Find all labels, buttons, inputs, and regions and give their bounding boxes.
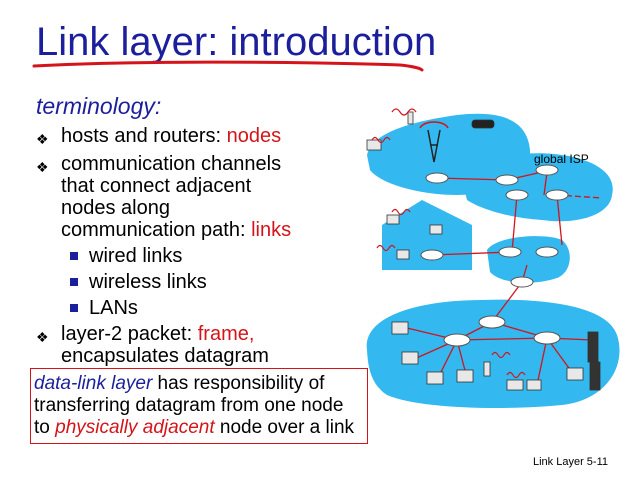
definition-line-1: data-link layer has responsibility of <box>34 373 325 394</box>
square-bullet-icon <box>70 278 78 286</box>
slide-footer: Link Layer 5-11 <box>533 456 609 468</box>
bullet-line: communication path: <box>61 219 252 241</box>
definition-box <box>30 368 368 444</box>
regional-isp-cloud <box>487 236 570 283</box>
router-icon <box>420 164 569 347</box>
diamond-bullet-icon: ❖ <box>36 329 49 345</box>
bullet-line: that connect adjacent <box>61 175 252 197</box>
definition-line-3: to physically adjacent node over a link <box>34 417 355 438</box>
bullet-line: nodes along <box>61 197 170 219</box>
square-bullet-icon <box>70 304 78 312</box>
network-diagram <box>366 108 620 408</box>
terminology-heading: terminology: <box>36 93 162 119</box>
diamond-bullet-icon: ❖ <box>36 131 49 147</box>
slide-title: Link layer: introduction <box>36 20 437 64</box>
global-isp-label: global ISP <box>534 152 589 166</box>
global-isp-cloud <box>462 153 613 222</box>
wireless-signal-icon <box>371 108 526 379</box>
bullet-line: encapsulates datagram <box>61 345 269 367</box>
bullet-text: hosts and routers: <box>61 125 227 147</box>
diamond-bullet-icon: ❖ <box>36 159 49 175</box>
definition-line-2: transferring datagram from one node <box>34 395 344 416</box>
title-underline <box>32 60 424 72</box>
host-icon <box>366 111 601 391</box>
bullet-line: communication channels <box>61 153 282 175</box>
cell-tower-icon <box>419 121 449 163</box>
square-bullet-icon <box>70 252 78 260</box>
bullet-highlight: links <box>251 219 292 241</box>
bullet-highlight: nodes <box>226 125 282 147</box>
